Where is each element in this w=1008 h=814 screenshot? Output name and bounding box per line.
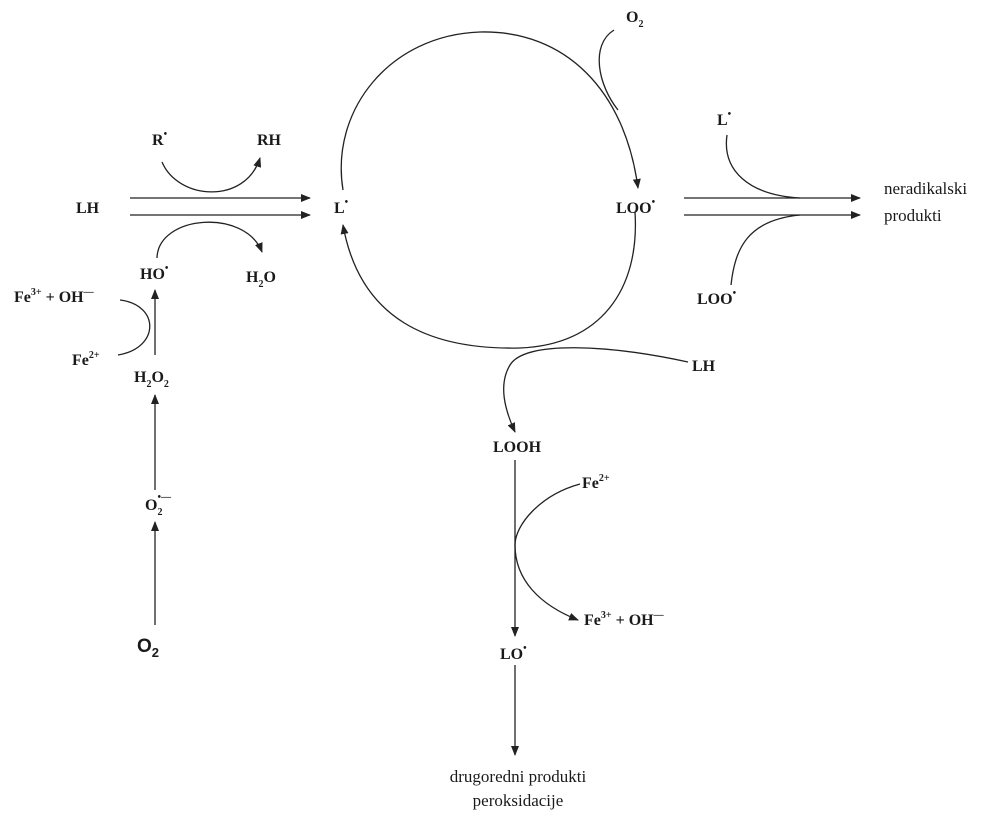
lh-to-looh-curve [503,347,689,433]
label-lh-right: LH [692,358,716,375]
label-l-radical-right: L• [717,109,732,129]
label-neradikalski: neradikalski [884,179,967,198]
label-superoxide: O2•— [145,492,172,518]
label-fe3-oh-right: Fe3+ + OH— [584,610,665,629]
cycle-arc-bottom [340,211,637,349]
label-l-radical: L• [334,197,349,217]
label-looh: LOOH [493,439,542,456]
oxygen-entry-arrow [598,29,619,111]
cycle-arc-top [340,31,641,191]
label-lo-radical: LO• [500,643,527,663]
fe2-to-fe3-curve [514,483,581,621]
label-h2o2: H2O2 [134,369,169,390]
label-loo-radical: LOO• [616,197,656,217]
label-fe2-left: Fe2+ [72,350,100,369]
label-peroksidacije: peroksidacije [473,791,564,810]
label-r-radical: R• [152,129,168,149]
label-o2-top: O2 [626,9,643,30]
label-fe3-oh-left: Fe3+ + OH— [14,287,95,306]
r-to-rh-curve [161,157,262,193]
label-h2o: H2O [246,269,276,290]
label-loo-radical-bottom: LOO• [697,288,737,308]
label-ho-radical: HO• [140,263,169,283]
loo-rad-merge-curve [730,214,801,286]
l-rad-merge-curve [725,134,801,199]
ho-to-h2o-curve [156,221,263,259]
label-produkti: produkti [884,206,942,225]
label-o2-bottom: O2 [137,636,159,660]
label-drugoredni-produkti: drugoredni produkti [450,767,587,786]
label-rh: RH [257,132,282,149]
label-fe2-right: Fe2+ [582,473,610,492]
fe2-to-fe3-left-curve [117,299,151,356]
label-lh-left: LH [76,200,100,217]
